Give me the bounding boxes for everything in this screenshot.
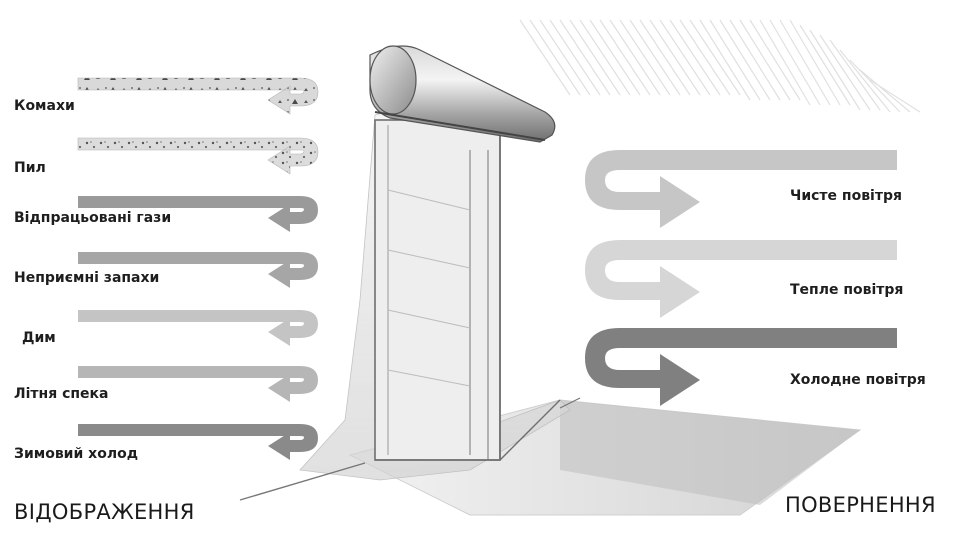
reflect-arrow: [78, 252, 318, 288]
label-insects: Комахи: [14, 98, 75, 114]
reflect-arrow: [78, 196, 318, 232]
reflect-arrow: [77, 77, 319, 115]
label-odors: Неприємні запахи: [14, 270, 160, 286]
return-arrow: [585, 240, 897, 318]
reflect-arrow: [78, 366, 318, 402]
section-title-return: ПОВЕРНЕННЯ: [785, 493, 936, 517]
section-title-reflection: ВІДОБРАЖЕННЯ: [14, 500, 195, 524]
pointer-line-left: [239, 462, 366, 501]
floor-shadow: [560, 400, 860, 505]
reflect-arrow: [77, 137, 319, 175]
reflect-arrow: [78, 310, 318, 346]
return-arrow: [585, 328, 897, 406]
door-frame: [374, 119, 561, 461]
left-arrows: [77, 77, 319, 460]
air-curtain-unit: [369, 45, 556, 143]
label-dust: Пил: [14, 160, 46, 176]
label-exhaust: Відпрацьовані гази: [14, 210, 172, 226]
label-summer-heat: Літня спека: [14, 386, 109, 402]
reflect-arrow: [78, 424, 318, 460]
label-clean-air: Чисте повітря: [790, 188, 902, 204]
right-arrows: [585, 150, 897, 406]
return-arrow: [585, 150, 897, 228]
hatched-shading: [519, 19, 921, 113]
label-cold-air: Холодне повітря: [790, 372, 926, 388]
label-warm-air: Тепле повітря: [790, 282, 904, 298]
label-winter-cold: Зимовий холод: [14, 446, 138, 462]
pointer-line-right: [559, 397, 581, 409]
label-smoke: Дим: [22, 330, 56, 346]
